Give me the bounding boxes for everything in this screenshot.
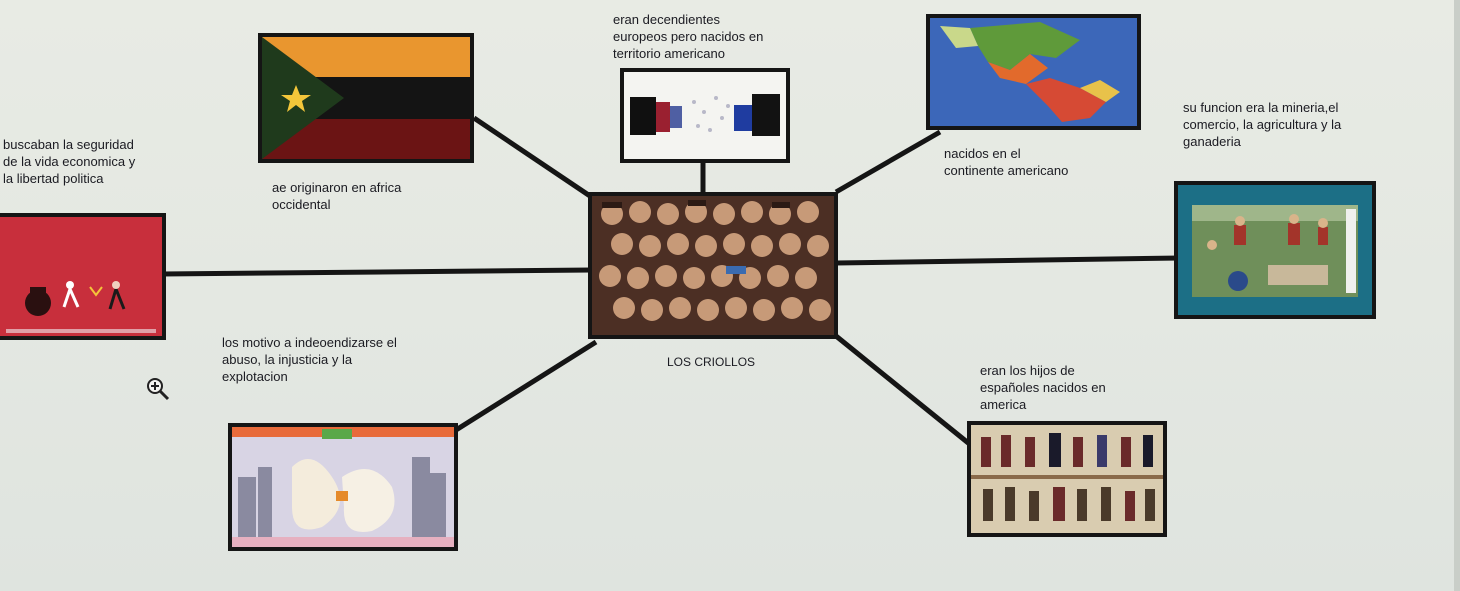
note-flag-caption: ae originaron en africa occidental — [272, 180, 402, 212]
line-to-historic-prints — [834, 334, 974, 448]
red-panel-image — [0, 213, 166, 340]
line-to-poster — [454, 339, 598, 433]
line-to-map — [834, 129, 942, 195]
zoom-in-icon[interactable] — [145, 376, 171, 402]
line-to-red-panel — [161, 267, 593, 277]
line-to-teal-photo — [835, 255, 1181, 266]
criollos-collage-image — [588, 192, 838, 339]
handshake-image — [620, 68, 790, 163]
center-caption: LOS CRIOLLOS — [667, 355, 756, 369]
screen-edge — [1454, 0, 1460, 591]
flag-image — [258, 33, 474, 163]
independence-poster-image — [228, 423, 458, 551]
note-map-caption: nacidos en el continente americano — [944, 146, 1069, 178]
note-right: su funcion era la mineria,el comercio, l… — [1183, 100, 1342, 149]
line-to-flag — [472, 115, 592, 199]
note-top-center: eran decendientes europeos pero nacidos … — [613, 12, 764, 61]
historic-prints-image — [967, 421, 1167, 537]
farming-photo-image — [1174, 181, 1376, 319]
map-image — [926, 14, 1141, 130]
note-left: buscaban la seguridad de la vida economi… — [3, 137, 136, 186]
note-lower-right: eran los hijos de españoles nacidos en a… — [980, 363, 1106, 412]
note-lower-left: los motivo a indeoendizarse el abuso, la… — [222, 335, 397, 384]
